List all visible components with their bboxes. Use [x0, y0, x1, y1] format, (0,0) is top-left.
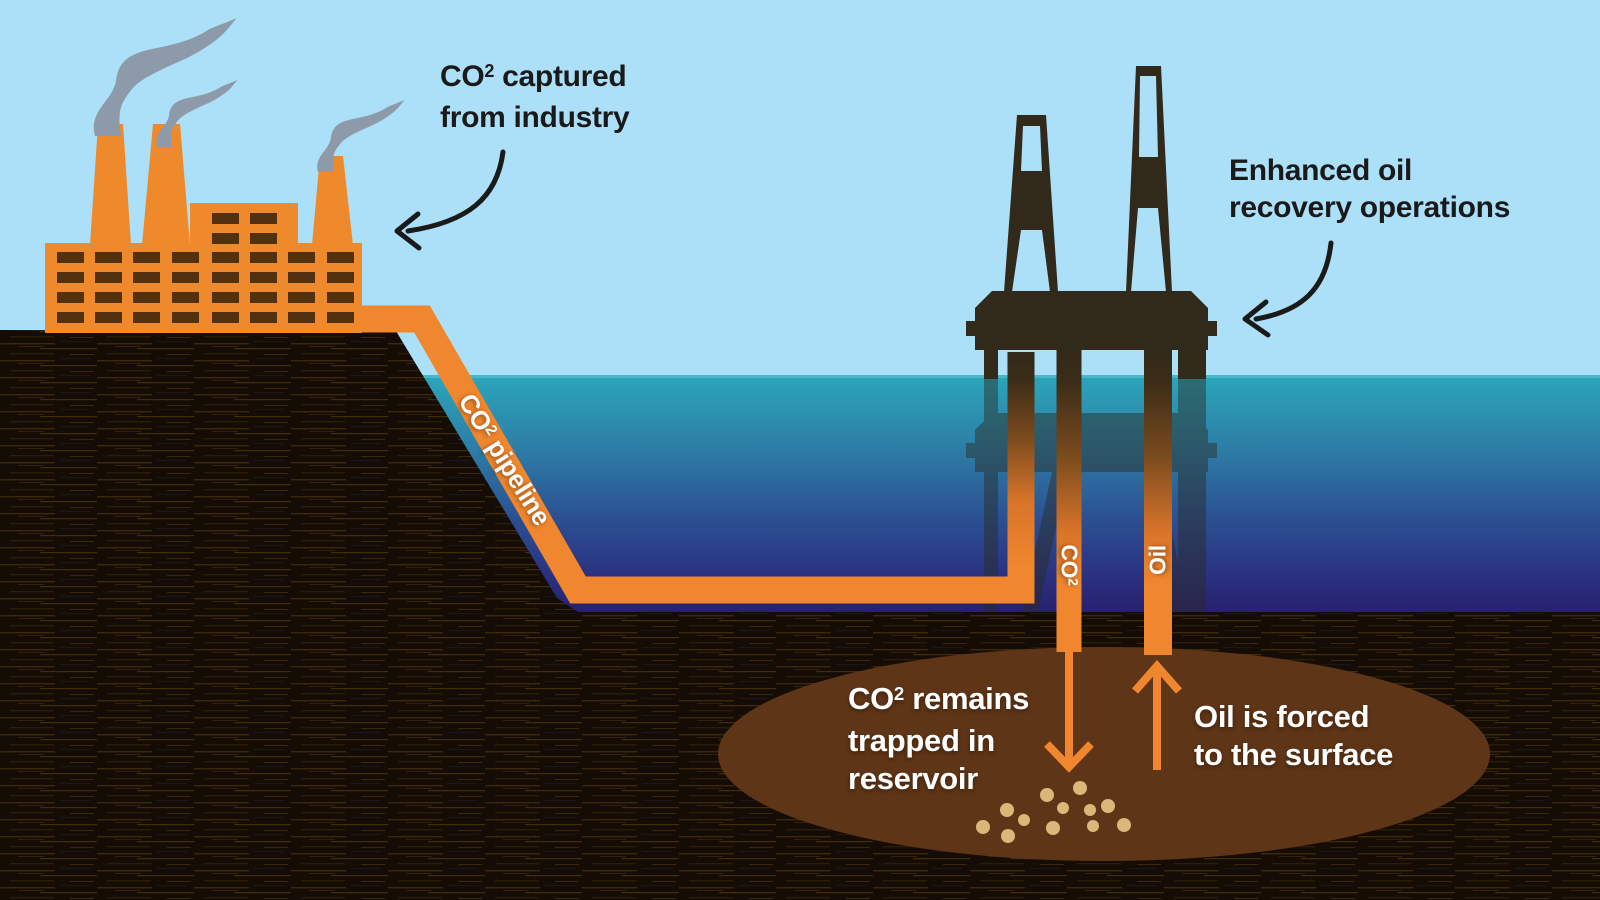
reservoir-line1: CO2 remains	[848, 681, 1030, 716]
oil-surface-label: Oil is forced to the surface	[1194, 698, 1393, 774]
rig-leg-right	[1178, 347, 1206, 379]
derrick-left	[1004, 115, 1058, 292]
enhanced-oil-label: Enhanced oil recovery operations	[1229, 152, 1510, 226]
factory-windows	[57, 213, 354, 323]
rig-leg-left	[984, 347, 998, 379]
reservoir-line2: trapped in	[848, 723, 995, 758]
riser-pipe	[1007, 352, 1035, 565]
co2-captured-line1: CO2 captured	[440, 60, 627, 93]
factory-illustration	[45, 124, 362, 333]
oil-well-label: Oil	[1144, 545, 1171, 575]
oil-up-arrow-icon	[1131, 659, 1183, 770]
enhanced-oil-line1: Enhanced oil	[1229, 154, 1413, 187]
oil-surface-line2: to the surface	[1194, 737, 1394, 772]
reservoir-line3: reservoir	[848, 761, 979, 796]
co2-well-label: CO2	[1056, 544, 1083, 586]
derrick-right	[1126, 66, 1172, 292]
factory-center-section	[190, 203, 298, 245]
co2-captured-line2: from industry	[440, 101, 630, 134]
factory-chimney-2	[142, 124, 190, 245]
pipeline-graphic	[352, 305, 1172, 655]
co2-down-arrow-icon	[1044, 652, 1094, 773]
oil-rig-illustration	[966, 66, 1217, 379]
enhanced-oil-line2: recovery operations	[1229, 191, 1511, 224]
curved-arrow-rig-icon	[1242, 240, 1334, 338]
co2-bubbles-icon	[976, 781, 1131, 843]
reservoir-label: CO2 remains trapped in reservoir	[848, 680, 1029, 798]
curved-arrow-factory-icon	[394, 149, 506, 251]
annotation-arrows	[394, 149, 1334, 338]
oil-surface-line1: Oil is forced	[1194, 699, 1370, 734]
reservoir	[718, 647, 1490, 861]
rig-deck	[966, 291, 1217, 350]
co2-injection-pipe	[1056, 350, 1082, 652]
co2-captured-label: CO2 captured from industry	[440, 58, 630, 136]
oil-production-pipe	[1144, 350, 1172, 655]
factory-chimney-1	[90, 124, 131, 245]
factory-chimney-3	[312, 156, 353, 245]
flow-arrows	[1044, 652, 1183, 773]
